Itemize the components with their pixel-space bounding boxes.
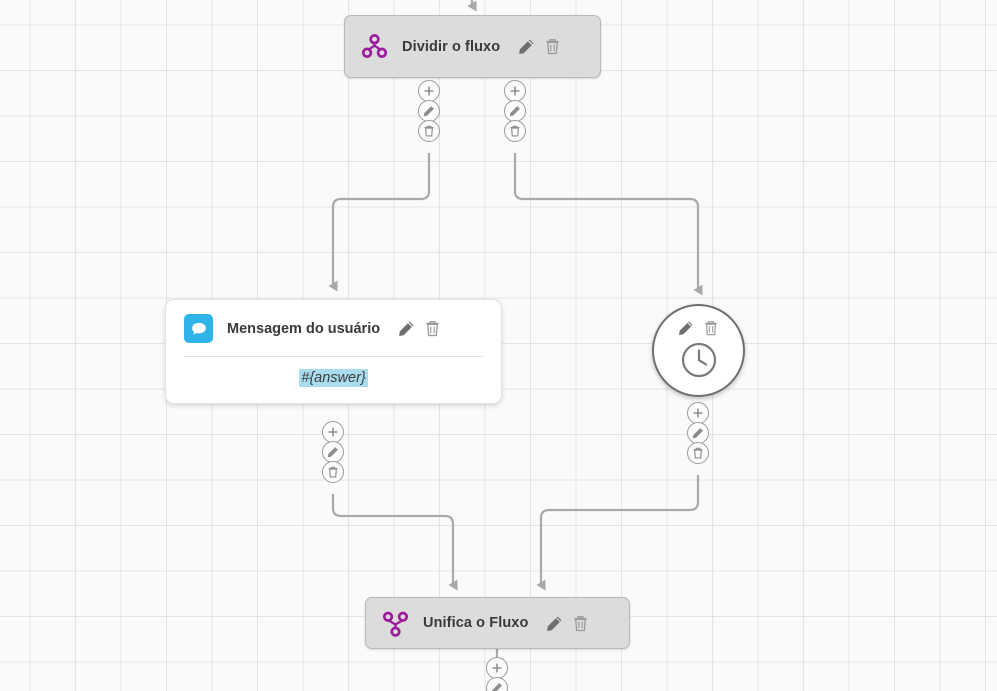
connector-add-button[interactable]	[418, 80, 440, 102]
delete-icon[interactable]	[703, 320, 719, 336]
edge-timer-to-merge	[536, 475, 700, 591]
node-unifica-o-fluxo[interactable]: Unifica o Fluxo	[365, 597, 630, 649]
edit-icon[interactable]	[678, 320, 694, 336]
connector-delete-button[interactable]	[322, 461, 344, 483]
edge-message-to-merge	[331, 494, 458, 591]
clock-icon	[679, 340, 719, 380]
answer-token: #{answer}	[299, 369, 368, 387]
node-actions	[546, 615, 589, 632]
connector-add-button[interactable]	[322, 421, 344, 443]
node-actions	[518, 38, 561, 55]
connector-delete-button[interactable]	[504, 120, 526, 142]
delete-icon[interactable]	[572, 615, 589, 632]
connector-edit-button[interactable]	[504, 100, 526, 122]
connector-delete-button[interactable]	[418, 120, 440, 142]
node-actions	[398, 320, 441, 337]
chat-bubble-icon	[184, 314, 213, 343]
card-body: #{answer}	[166, 357, 501, 403]
node-title: Mensagem do usuário	[227, 320, 381, 337]
node-actions	[678, 320, 719, 336]
merge-flow-icon	[382, 610, 409, 637]
connector-edit-button[interactable]	[418, 100, 440, 122]
connector-add-button[interactable]	[687, 402, 709, 424]
connector-timer-out[interactable]	[687, 402, 709, 464]
connector-add-button[interactable]	[486, 657, 508, 679]
node-title: Unifica o Fluxo	[423, 615, 529, 631]
connector-message-out[interactable]	[322, 421, 344, 483]
node-title: Dividir o fluxo	[402, 38, 501, 55]
edge-split-to-message	[328, 153, 431, 292]
card-header: Mensagem do usuário	[166, 300, 501, 343]
connector-edit-button[interactable]	[486, 677, 508, 691]
node-timer[interactable]	[652, 304, 745, 397]
edit-icon[interactable]	[398, 320, 415, 337]
split-flow-icon	[361, 33, 388, 60]
node-mensagem-do-usuario[interactable]: Mensagem do usuário	[165, 299, 502, 404]
edit-icon[interactable]	[518, 38, 535, 55]
node-dividir-o-fluxo[interactable]: Dividir o fluxo	[344, 15, 601, 78]
connector-split-right[interactable]	[504, 80, 526, 142]
connector-edit-button[interactable]	[322, 441, 344, 463]
edge-split-to-timer	[513, 153, 703, 296]
connector-merge-out[interactable]	[486, 657, 508, 691]
edit-icon[interactable]	[546, 615, 563, 632]
connector-split-left[interactable]	[418, 80, 440, 142]
connector-delete-button[interactable]	[687, 442, 709, 464]
delete-icon[interactable]	[424, 320, 441, 337]
delete-icon[interactable]	[544, 38, 561, 55]
connector-edit-button[interactable]	[687, 422, 709, 444]
connector-add-button[interactable]	[504, 80, 526, 102]
card-divider	[184, 356, 483, 357]
